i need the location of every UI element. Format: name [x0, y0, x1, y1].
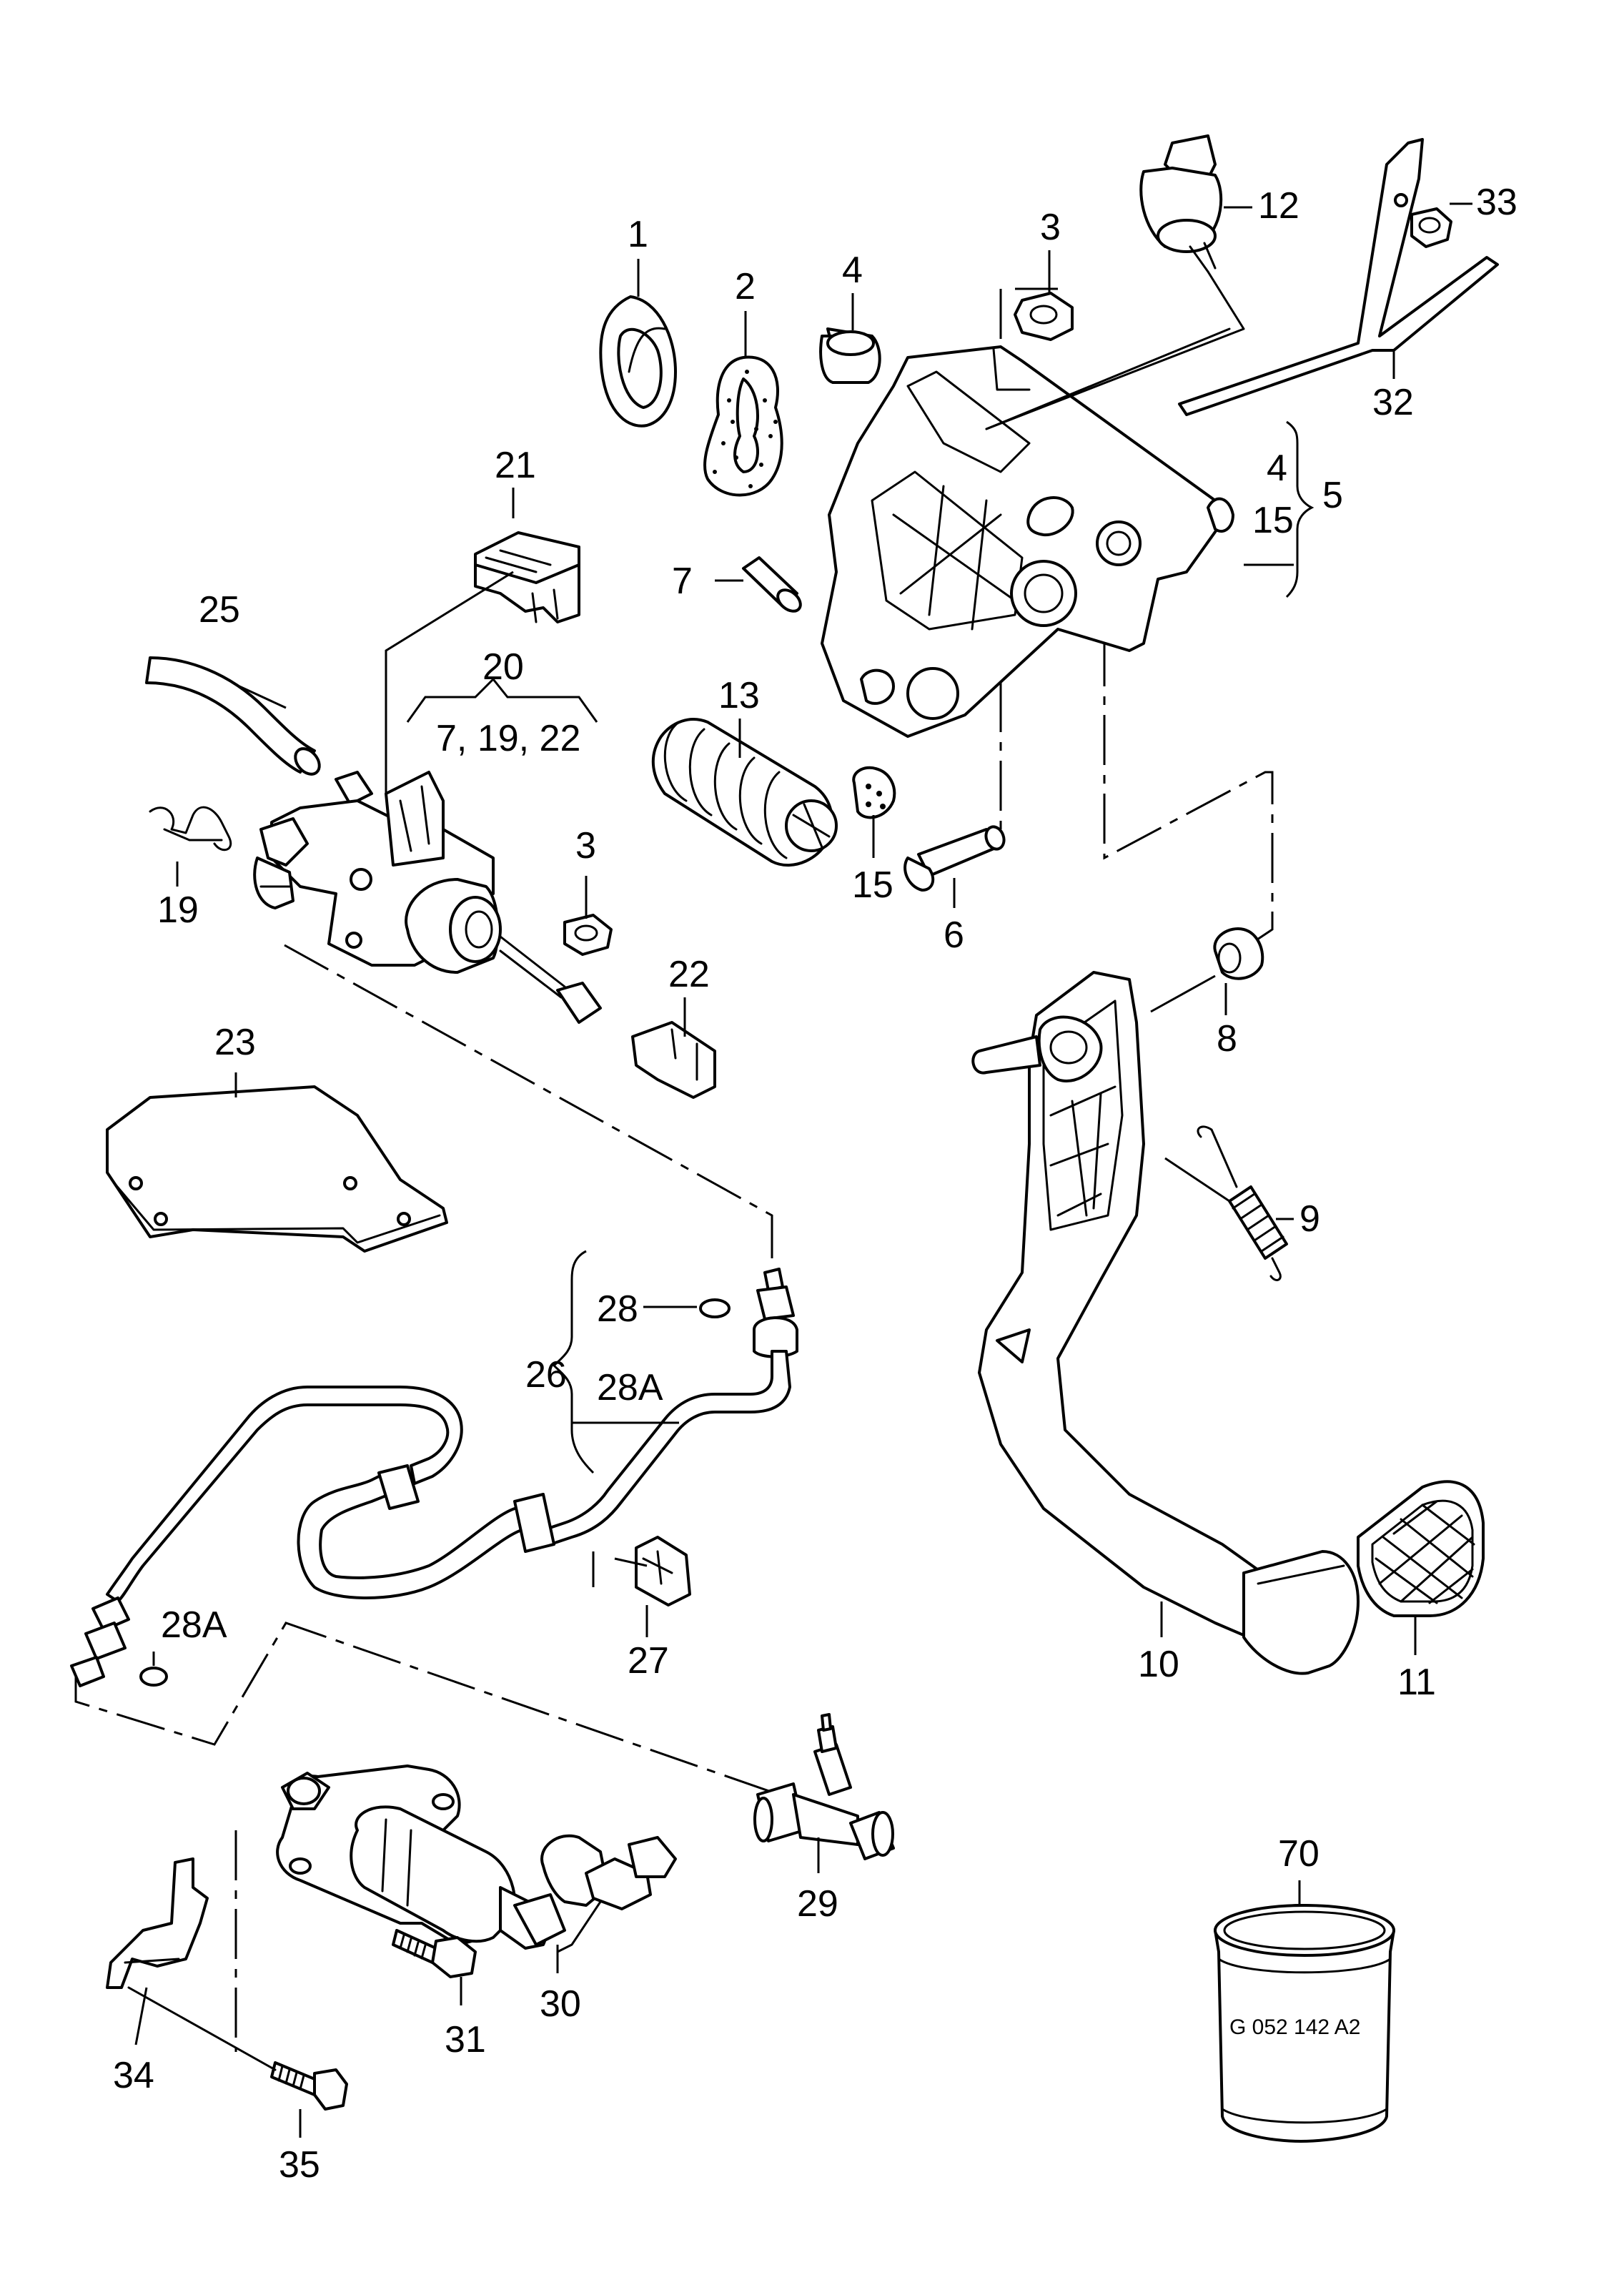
- label-part-25: 25: [199, 589, 240, 631]
- part-23-heat-shield: [106, 1085, 448, 1253]
- part-35-bolt: [127, 1986, 348, 2111]
- upper-pipe-fitting: [753, 1268, 798, 1358]
- label-part-33: 33: [1476, 182, 1517, 223]
- dashed-guide-lines: [74, 287, 1274, 2052]
- part-1-clip: [599, 295, 677, 428]
- callout-labels: 1 2 3 4 12 33 32 4 15 5 7 13 15 6 8 9 10…: [113, 182, 1517, 2186]
- label-part-29: 29: [797, 1883, 838, 1925]
- part-28-seal: [699, 1298, 731, 1318]
- part-7-sleeve: [742, 556, 802, 613]
- label-part-70: 70: [1278, 1833, 1320, 1875]
- label-part-28: 28: [597, 1288, 638, 1330]
- part-2-gasket: [703, 355, 783, 497]
- part-31-bolt: [392, 1929, 477, 1978]
- part-19-wire-clip: [149, 806, 232, 852]
- part-21-switch: [474, 531, 580, 623]
- part-26-hydraulic-line: [70, 1350, 791, 1687]
- part-4-bushing: [819, 327, 881, 384]
- label-part-31: 31: [445, 2019, 486, 2060]
- part-13-spring: [651, 718, 838, 867]
- part-10-pedal-lever: [971, 971, 1360, 1675]
- label-part-15-brace: 15: [1252, 500, 1294, 541]
- leader-lines: [134, 202, 1472, 2138]
- label-part-10: 10: [1138, 1644, 1179, 1685]
- label-part-7: 7: [672, 561, 693, 602]
- label-part-32: 32: [1372, 382, 1414, 423]
- label-part-19: 19: [157, 889, 199, 931]
- label-part-5: 5: [1322, 475, 1343, 516]
- label-part-28a-upper: 28A: [597, 1367, 663, 1408]
- part-11-pedal-pad: [1357, 1480, 1485, 1617]
- label-part-13: 13: [718, 675, 760, 716]
- label-part-4-brace: 4: [1267, 448, 1287, 489]
- label-part-11: 11: [1397, 1662, 1436, 1703]
- label-part-28a-lower: 28A: [161, 1604, 227, 1646]
- part-70-sleeve: G 052 142 A2: [1214, 1904, 1395, 2143]
- part-15-bushing: [852, 766, 896, 819]
- part-25-hose: [145, 656, 373, 806]
- label-part-1: 1: [628, 214, 648, 255]
- label-part-4-top: 4: [842, 250, 863, 291]
- pedal-bracket: [821, 327, 1234, 738]
- label-part-15: 15: [852, 864, 893, 906]
- part-29-tee-fitting: [753, 1713, 895, 1860]
- label-part-35: 35: [279, 2144, 320, 2186]
- part-3-nut-top: [1014, 292, 1074, 341]
- part-34-bracket: [106, 1857, 209, 1989]
- label-part-27: 27: [628, 1640, 669, 1682]
- part-12-sensor: [985, 134, 1245, 430]
- part-33-nut: [1410, 207, 1452, 248]
- label-part-21: 21: [495, 445, 536, 486]
- part-22-clip: [631, 1021, 716, 1099]
- part-28a-seal: [139, 1667, 168, 1687]
- label-part-6: 6: [944, 914, 964, 956]
- label-part-2: 2: [735, 266, 756, 307]
- label-part-8: 8: [1217, 1018, 1237, 1060]
- part-30-cylinder: [276, 1765, 677, 1953]
- label-part-30: 30: [540, 1983, 581, 2025]
- part-3-nut-left: [563, 914, 613, 956]
- part-32-bracket-rod: [1178, 138, 1499, 416]
- label-part-23: 23: [214, 1022, 256, 1063]
- label-part-3-top: 3: [1040, 207, 1061, 248]
- label-part-20-components: 7, 19, 22: [436, 718, 580, 759]
- part-9-spring: [1197, 1125, 1288, 1281]
- part-8-bushing: [1213, 927, 1264, 980]
- master-cylinder-assembly: [253, 771, 602, 1024]
- part-6-pin: [903, 825, 1006, 892]
- label-part-34: 34: [113, 2055, 154, 2096]
- label-part-20: 20: [482, 646, 524, 688]
- label-part-3-left: 3: [575, 825, 596, 867]
- label-part-9: 9: [1299, 1198, 1320, 1240]
- label-part-26: 26: [525, 1354, 567, 1396]
- part-70-stamp: G 052 142 A2: [1229, 2015, 1361, 2039]
- part-27-clip: [635, 1536, 691, 1606]
- label-part-22: 22: [668, 954, 710, 995]
- label-part-12: 12: [1258, 185, 1299, 227]
